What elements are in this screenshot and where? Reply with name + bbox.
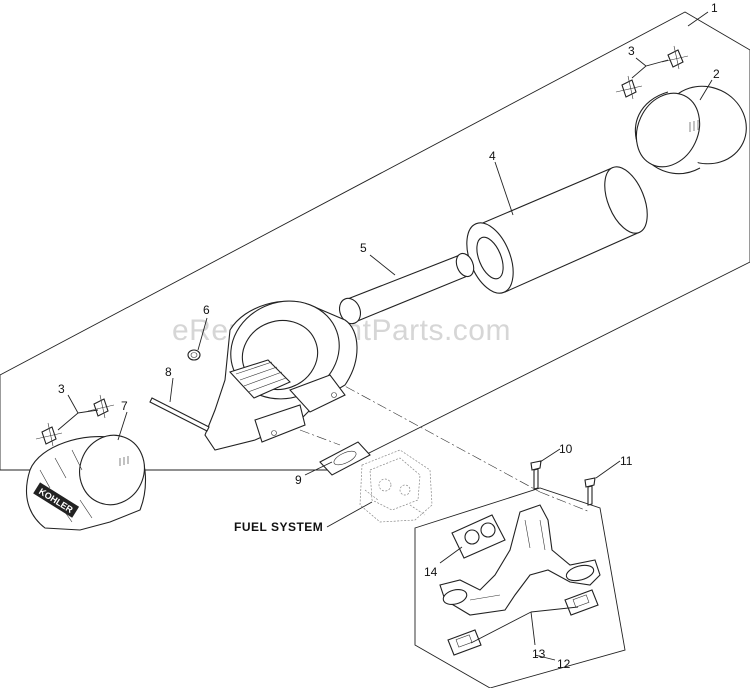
bolt-10 [530,460,542,490]
callout-labels: 1 2 3 4 5 6 8 3 7 9 10 11 14 13 12 FUEL … [58,1,720,671]
callout-5: 5 [360,241,367,255]
callout-3-left: 3 [58,382,65,396]
port-gasket-right [564,589,599,616]
assembly-boundary [0,11,750,471]
callout-1: 1 [711,1,718,15]
callout-7: 7 [121,399,128,413]
alignment-line-2 [299,429,341,446]
callout-4: 4 [489,149,496,163]
callout-13: 13 [532,647,546,661]
callout-2: 2 [713,67,720,81]
port-gasket-left [447,629,482,656]
callout-14: 14 [424,565,438,579]
callout-9: 9 [295,473,302,487]
clip-left [35,394,115,447]
callout-3-top: 3 [628,44,635,58]
air-cleaner-housing [204,300,358,451]
fuel-system-label: FUEL SYSTEM [234,520,323,534]
manifold-boundary [414,487,626,688]
leader-lines [57,11,713,661]
callout-8: 8 [165,365,172,379]
gasket [319,441,371,476]
clip-top [615,45,689,100]
end-cap [634,85,747,175]
pre-cleaner-cover: KOHLER [26,434,147,531]
callout-11: 11 [620,454,633,468]
callout-10: 10 [559,442,573,456]
bolt-11 [584,477,596,506]
plug [187,349,201,361]
rod [149,397,210,432]
inner-tube [338,252,475,325]
callout-12: 12 [557,657,571,671]
fuel-system-carburetor [359,449,433,523]
manifold-gasket [451,514,506,559]
intake-manifold [439,504,601,616]
filter-element [466,166,648,294]
alignment-line [329,377,591,513]
callout-6: 6 [203,303,210,317]
